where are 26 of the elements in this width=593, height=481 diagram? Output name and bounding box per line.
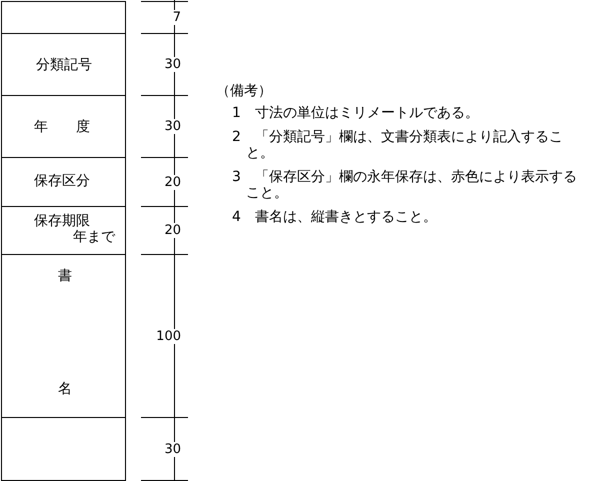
field-label: 年 度 bbox=[34, 119, 90, 135]
form-field-box bbox=[1, 207, 126, 255]
dimension-value: 20 bbox=[163, 174, 182, 190]
field-label: 年まで bbox=[73, 229, 115, 245]
field-label: 名 bbox=[58, 381, 72, 397]
dimension-value: 30 bbox=[163, 442, 182, 456]
dimension-value: 30 bbox=[163, 57, 182, 72]
form-field-box bbox=[1, 255, 126, 418]
field-label: 保存期限 bbox=[34, 213, 90, 229]
dimension-value: 30 bbox=[163, 119, 182, 134]
dimension-value: 100 bbox=[155, 328, 182, 344]
note-text: 2 「分類記号」欄は、文書分類表により記入すること。 bbox=[232, 129, 564, 161]
form-field-box bbox=[1, 34, 126, 96]
field-label: 保存区分 bbox=[34, 173, 90, 189]
form-field-box bbox=[1, 1, 126, 34]
note-text: 4 書名は、縦書きとすること。 bbox=[232, 209, 438, 225]
field-label: 書 bbox=[58, 268, 72, 284]
note-text: 3 「保存区分」欄の永年保存は、赤色により表示すること。 bbox=[232, 169, 578, 201]
form-field-box bbox=[1, 418, 126, 481]
form-field-box bbox=[1, 96, 126, 158]
field-label: 分類記号 bbox=[36, 57, 92, 73]
dimension-value: 20 bbox=[163, 223, 182, 238]
note-text: 1 寸法の単位はミリメートルである。 bbox=[232, 105, 480, 121]
form-field-box bbox=[1, 158, 126, 207]
dimension-value: 7 bbox=[172, 10, 182, 25]
notes-heading: （備考） bbox=[216, 83, 273, 99]
